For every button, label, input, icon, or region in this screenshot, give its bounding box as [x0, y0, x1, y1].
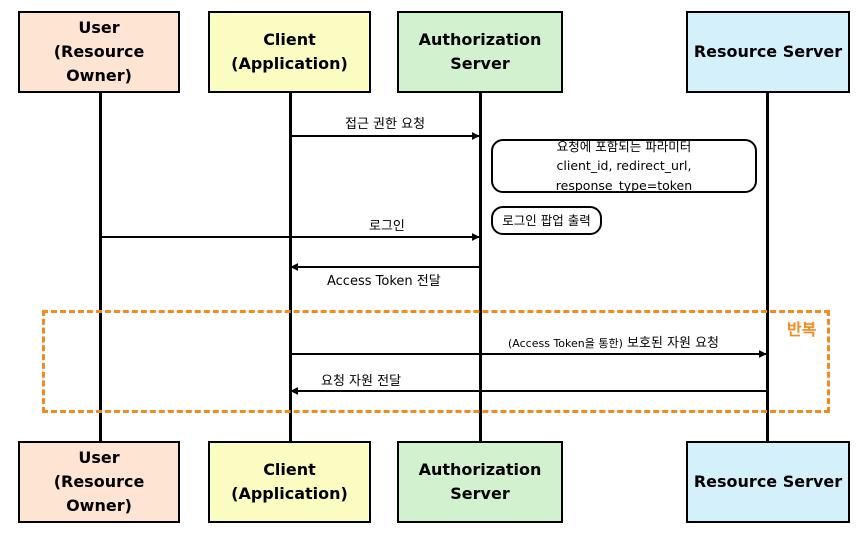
params-note-list: client_id, redirect_url, response_type=t… [555, 158, 693, 193]
login-label: 로그인 [369, 219, 405, 234]
auth-title: Authorization Server [418, 30, 542, 73]
resource-box-top: Resource Server [686, 11, 850, 93]
user-subtitle: (Resource Owner) [53, 472, 145, 515]
auth-box-top: Authorization Server [397, 11, 563, 93]
protected-request-text: 보호된 자원 요청 [622, 336, 720, 351]
client-box-top: Client (Application) [208, 11, 371, 93]
access-request-label: 접근 권한 요청 [345, 117, 426, 132]
login-popup-note-text: 로그인 팝업 출력 [502, 212, 591, 228]
params-note: 요청에 포함되는 파라미터 client_id, redirect_url, r… [491, 139, 757, 193]
repeat-label: 반복 [787, 320, 817, 339]
resource-title: Resource Server [693, 472, 843, 491]
auth-title: Authorization Server [418, 460, 542, 503]
auth-lifeline [479, 92, 482, 442]
resource-title: Resource Server [693, 42, 843, 61]
client-subtitle: (Application) [231, 484, 348, 503]
protected-request-prefix: (Access Token을 통한) [508, 337, 623, 350]
user-lifeline [99, 92, 102, 442]
client-box-bottom: Client (Application) [208, 441, 371, 523]
token-delivery-label: Access Token 전달 [327, 274, 441, 289]
user-box-bottom: User (Resource Owner) [18, 441, 180, 523]
user-title: User [78, 18, 120, 37]
protected-request-label: (Access Token을 통한) 보호된 자원 요청 [508, 332, 719, 351]
user-subtitle: (Resource Owner) [53, 42, 145, 85]
auth-box-bottom: Authorization Server [397, 441, 563, 523]
user-box-top: User (Resource Owner) [18, 11, 180, 93]
resource-delivery-label: 요청 자원 전달 [321, 374, 402, 389]
user-title: User [78, 448, 120, 467]
client-subtitle: (Application) [231, 54, 348, 73]
resource-lifeline [766, 92, 769, 442]
repeat-region [42, 310, 830, 413]
client-title: Client [263, 30, 316, 49]
resource-box-bottom: Resource Server [686, 441, 850, 523]
params-note-title: 요청에 포함되는 파라미터 [556, 138, 692, 154]
client-title: Client [263, 460, 316, 479]
login-popup-note: 로그인 팝업 출력 [491, 206, 602, 235]
